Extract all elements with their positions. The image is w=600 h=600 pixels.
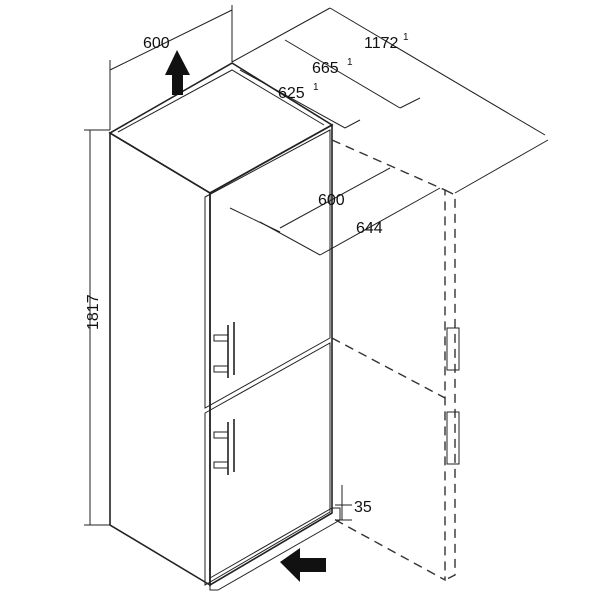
airflow-up-arrow-icon [165,50,190,95]
dim-top-width: 600 [143,35,170,52]
lower-door [204,342,331,586]
upper-hinge [446,327,460,371]
dim-depth-total: 1172 [364,35,399,52]
dim-door-644: 644 [356,220,383,237]
dim-depth-total-note: 1 [403,32,409,43]
dim-height: 1817 [85,294,102,330]
dimension-lines [84,5,549,526]
dim-plinth: 35 [354,499,372,516]
dim-depth-665-note: 1 [347,57,353,68]
open-door-outline [331,139,460,582]
dim-depth-625-note: 1 [313,82,319,93]
upper-door [204,129,331,409]
dim-depth-665: 665 [312,60,339,77]
airflow-in-arrow-icon [280,548,326,582]
lower-hinge [446,411,460,465]
upper-handle [213,322,235,378]
dim-depth-625: 625 [278,85,305,102]
dim-door-600: 600 [318,192,345,209]
fridge-body [108,62,341,591]
lower-handle [213,419,235,475]
